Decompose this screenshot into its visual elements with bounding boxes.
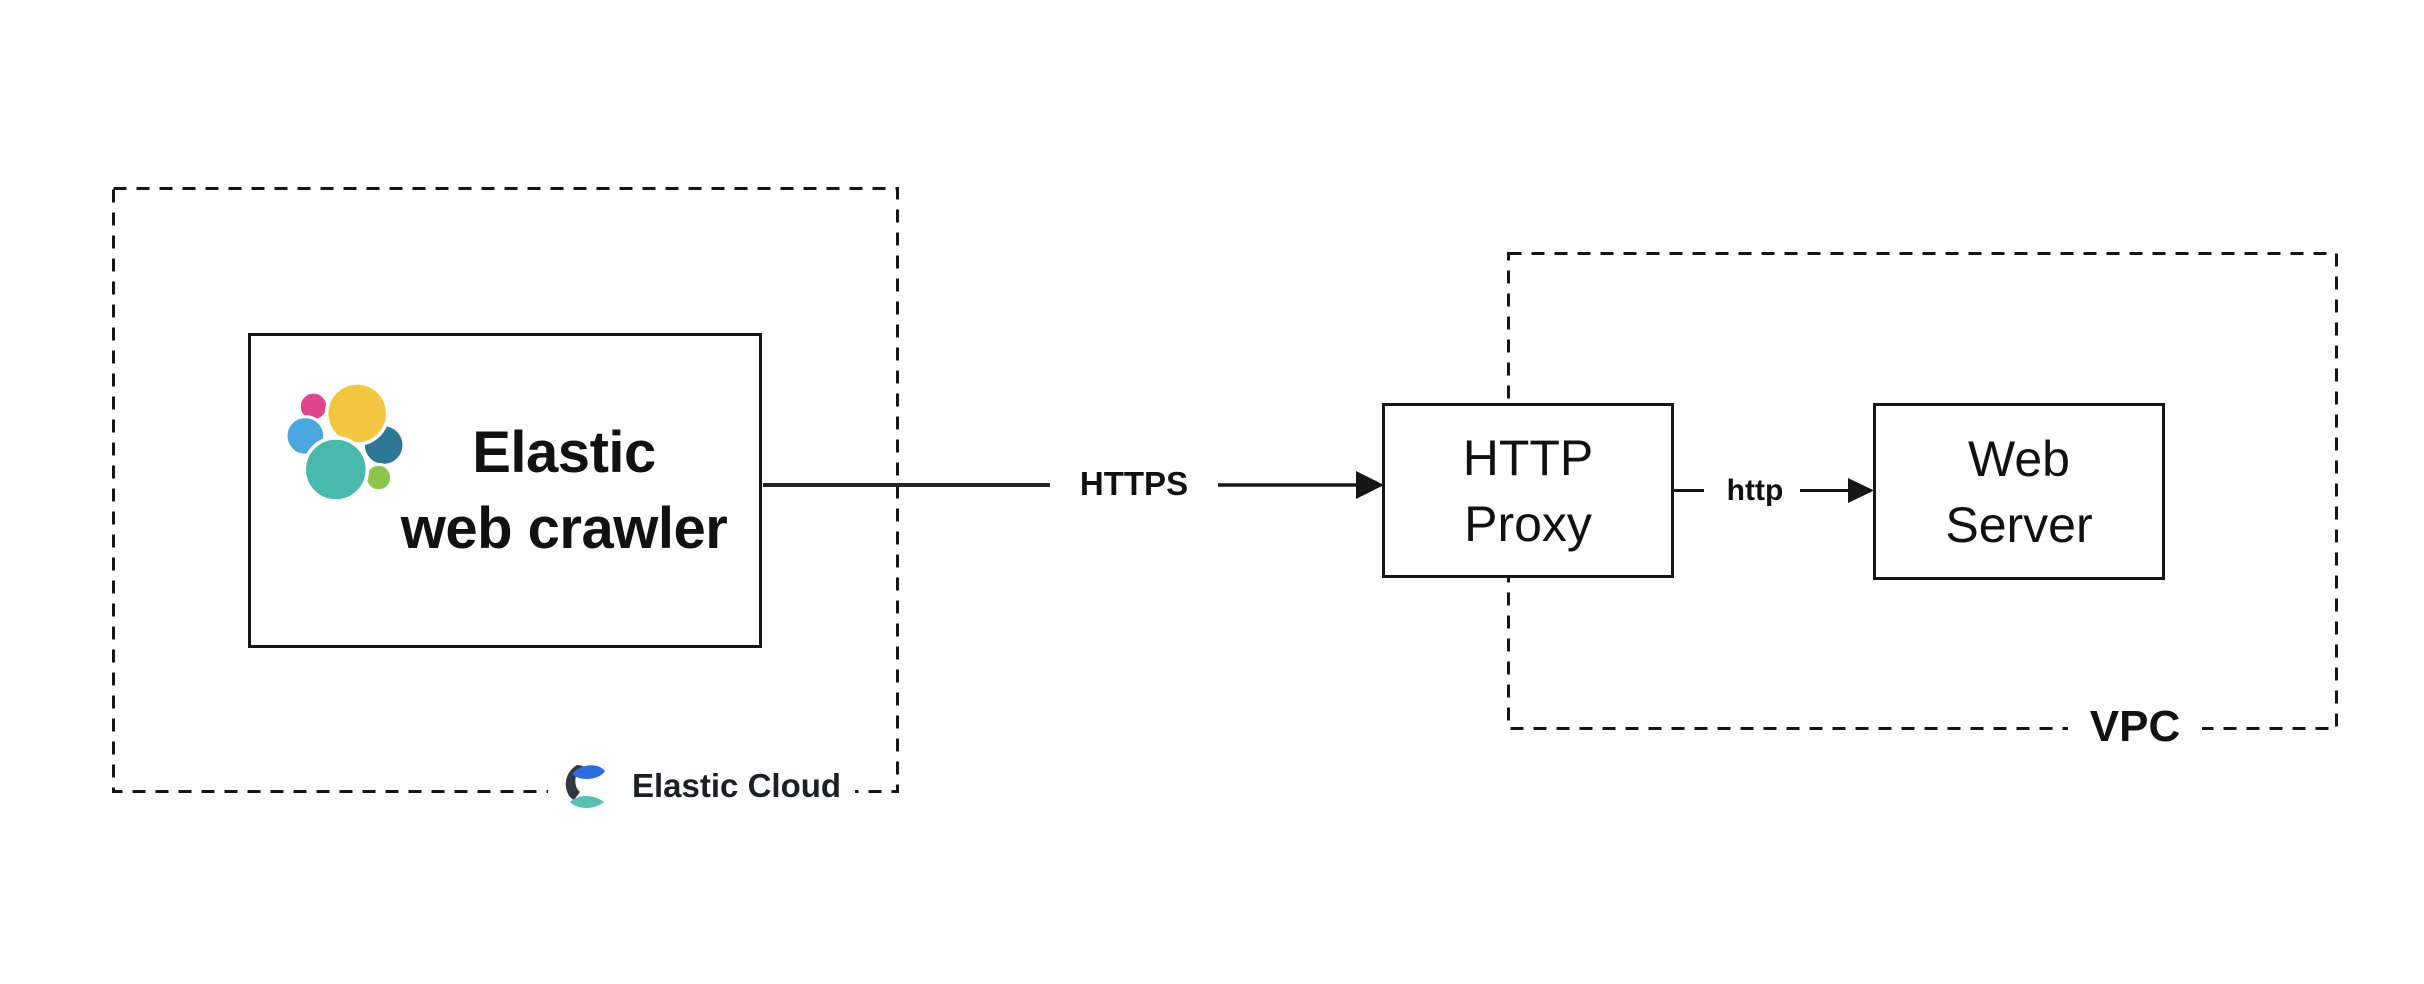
elastic-cloud-boundary <box>112 187 899 793</box>
https-arrowhead-icon <box>1356 471 1384 499</box>
http-proxy-node: HTTP Proxy <box>1382 403 1674 578</box>
elasticsearch-logo-icon <box>287 384 405 502</box>
web-server-label-line2: Server <box>1945 496 2093 553</box>
crawler-node: Elastic web crawler <box>248 333 762 648</box>
vpc-boundary <box>1507 252 2338 730</box>
crawler-label-line2: web crawler <box>400 495 728 561</box>
https-connection-label: HTTPS <box>1078 462 1190 506</box>
crawler-label-line1: Elastic <box>472 419 656 485</box>
http-connection-label: http <box>1716 470 1794 512</box>
elastic-cloud-badge: Elastic Cloud <box>548 757 856 815</box>
http-proxy-label-line1: HTTP <box>1462 429 1594 486</box>
http-proxy-label-line2: Proxy <box>1464 495 1592 552</box>
elastic-cloud-label: Elastic Cloud <box>632 767 842 804</box>
web-server-label-line1: Web <box>1968 430 2070 487</box>
vpc-label: VPC <box>2068 702 2202 752</box>
http-arrowhead-icon <box>1848 478 1874 503</box>
web-server-node: Web Server <box>1873 403 2165 580</box>
web-server-label: Web Server <box>1876 426 2162 558</box>
elastic-cloud-icon <box>565 765 605 808</box>
http-proxy-label: HTTP Proxy <box>1385 425 1671 557</box>
crawler-label: Elastic web crawler <box>379 415 749 567</box>
